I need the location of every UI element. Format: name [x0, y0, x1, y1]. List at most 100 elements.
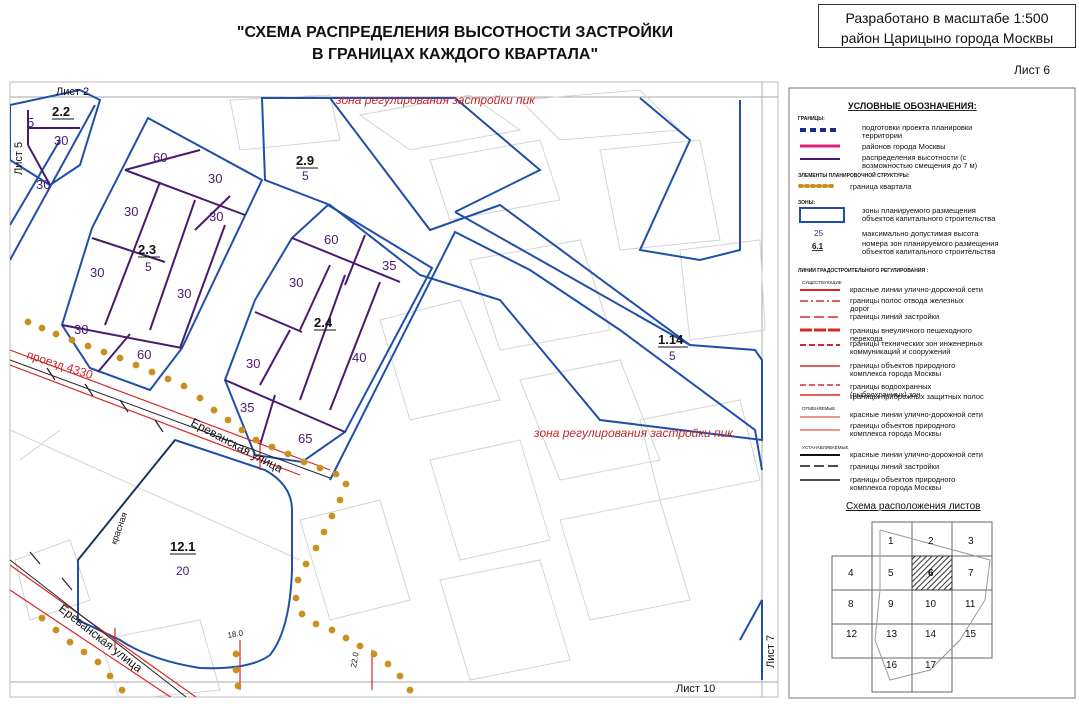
height-value: 35 [382, 258, 396, 273]
height-value: 30 [209, 209, 223, 224]
sheet-scheme-cell[interactable]: 17 [925, 660, 937, 671]
legend-title: УСЛОВНЫЕ ОБОЗНАЧЕНИЯ: [848, 101, 977, 111]
sheet-scheme-cell[interactable]: 5 [888, 568, 894, 579]
regulation-zone-label-mid: зона регулирования застройки пик [533, 426, 734, 440]
legend-subsection-cancelled: ОТМЕНЯЕМЫЕ [802, 406, 835, 411]
map-frame [9, 81, 779, 698]
quarter-boundary [24, 318, 414, 694]
red-line-label: красная [108, 511, 129, 546]
zone-id: 2.2 [52, 104, 70, 119]
legend-text: границы прибрежных защитных полос [850, 392, 984, 401]
legend-section-zones: ЗОНЫ: [798, 200, 815, 206]
scale-stamp: Разработано в масштабе 1:500 район Цариц… [818, 4, 1076, 48]
map-title: "СХЕМА РАСПРЕДЕЛЕНИЯ ВЫСОТНОСТИ ЗАСТРОЙК… [150, 22, 760, 66]
sheet-scheme-cell[interactable]: 8 [848, 599, 854, 610]
height-value: 65 [298, 431, 312, 446]
zone-id: 2.3 [138, 242, 156, 257]
sheet-scheme-cell[interactable]: 4 [848, 568, 854, 579]
title-line-1: "СХЕМА РАСПРЕДЕЛЕНИЯ ВЫСОТНОСТИ ЗАСТРОЙК… [236, 24, 674, 41]
legend-text: границы линий застройки [850, 312, 939, 321]
sheet-number: Лист 6 [1014, 63, 1051, 77]
sheet-scheme-cell[interactable]: 2 [928, 536, 934, 547]
height-value: 5 [27, 115, 34, 130]
sheet-scheme-cell[interactable]: 9 [888, 599, 894, 610]
scale-line-1: Разработано в масштабе 1:500 [845, 10, 1049, 26]
legend-text: максимально допустимая высота [862, 229, 979, 238]
legend-symbol-height: 25 [814, 229, 823, 238]
height-value: 30 [208, 171, 222, 186]
sheet-ref-bottom[interactable]: Лист 10 [676, 683, 715, 695]
legend-text: красные линии улично-дорожной сети [850, 410, 983, 419]
sheet-scheme-cell[interactable]: 7 [968, 568, 974, 579]
sheet-scheme-cell[interactable]: 13 [886, 629, 898, 640]
sheet-scheme-cell[interactable]: 11 [965, 599, 976, 610]
height-value: 60 [324, 232, 338, 247]
title-line-2: В ГРАНИЦАХ КАЖДОГО КВАРТАЛА" [311, 46, 599, 63]
sheet-scheme-cell[interactable]: 10 [925, 599, 937, 610]
sheet-scheme-cell[interactable]: 6 [928, 568, 934, 579]
sheet-scheme-cell[interactable]: 14 [925, 629, 937, 640]
zone-height: 5 [302, 169, 309, 183]
dimension-label-1: 18.0 [227, 628, 244, 640]
height-division-lines [27, 110, 401, 446]
height-value: 30 [36, 177, 50, 192]
road-ticks [29, 367, 164, 591]
sheet-ref-left[interactable]: Лист 5 [13, 142, 25, 175]
height-value: 60 [153, 150, 167, 165]
road-center-lines [10, 359, 331, 697]
sheet-scheme-cell[interactable]: 16 [886, 660, 898, 671]
legend-subsection-new: УСТАНАВЛИВАЕМЫЕ [802, 445, 849, 450]
zone-id: 12.1 [170, 539, 195, 554]
sheet-scheme-cell[interactable]: 1 [888, 536, 894, 547]
zone-height: 20 [176, 564, 190, 578]
height-value: 30 [74, 322, 88, 337]
zone-height: 5 [669, 349, 676, 363]
red-lines [10, 349, 373, 697]
scale-line-2: район Царицыно города Москвы [840, 30, 1054, 46]
legend-section-elements: ЭЛЕМЕНТЫ ПЛАНИРОВОЧНОЙ СТРУКТУРЫ: [798, 171, 910, 179]
zone-id-labels: 2.2 2.9 2.3 2.4 1.14 12.1 [52, 104, 684, 554]
zone-id: 1.14 [658, 332, 684, 347]
zone-id: 2.4 [314, 315, 333, 330]
zone-id: 2.9 [296, 153, 314, 168]
sheet-scheme-cell[interactable]: 12 [846, 629, 858, 640]
legend-text: районов города Москвы [862, 142, 946, 151]
legend-text: красные линии улично-дорожной сети [850, 450, 983, 459]
sheet-scheme-cell[interactable]: 15 [965, 629, 977, 640]
legend-text: граница квартала [850, 182, 912, 191]
sheet-scheme-title: Схема расположения листов [846, 501, 980, 512]
sheet-scheme-current [911, 555, 953, 591]
sheet-scheme-cell[interactable]: 3 [968, 536, 974, 547]
legend-subsection-existing: СУЩЕСТВУЮЩИЕ [802, 280, 842, 285]
zone-height-labels: 5 5 5 20 [145, 169, 676, 578]
regulation-zone-label-top: зона регулирования застройки пик [335, 93, 536, 107]
height-value: 30 [177, 286, 191, 301]
height-value: 30 [54, 133, 68, 148]
legend-symbol-zone [799, 207, 845, 223]
sheet-ref-top[interactable]: Лист 2 [56, 86, 89, 98]
height-values: 5 30 30 60 30 30 30 30 30 30 60 60 35 30… [27, 115, 396, 446]
height-value: 60 [137, 347, 151, 362]
height-value: 40 [352, 350, 366, 365]
height-value: 30 [289, 275, 303, 290]
height-value: 30 [246, 356, 260, 371]
zone-boundaries [10, 88, 763, 680]
legend-text: красные линии улично-дорожной сети [850, 285, 983, 294]
legend-panel: УСЛОВНЫЕ ОБОЗНАЧЕНИЯ: ГРАНИЦЫ: подготовк… [788, 87, 1076, 699]
height-value: 35 [240, 400, 254, 415]
street-label-proezd: проезд 4330 [25, 348, 95, 383]
zone-id-underlines [52, 118, 688, 555]
sheet-ref-right[interactable]: Лист 7 [765, 635, 777, 668]
legend-section-lines: ЛИНИИ ГРАДОСТРОИТЕЛЬНОГО РЕГУЛИРОВАНИЯ : [798, 268, 928, 274]
height-value: 30 [90, 265, 104, 280]
street-label-erevanskaya-2: Ереванская улица [56, 601, 145, 675]
